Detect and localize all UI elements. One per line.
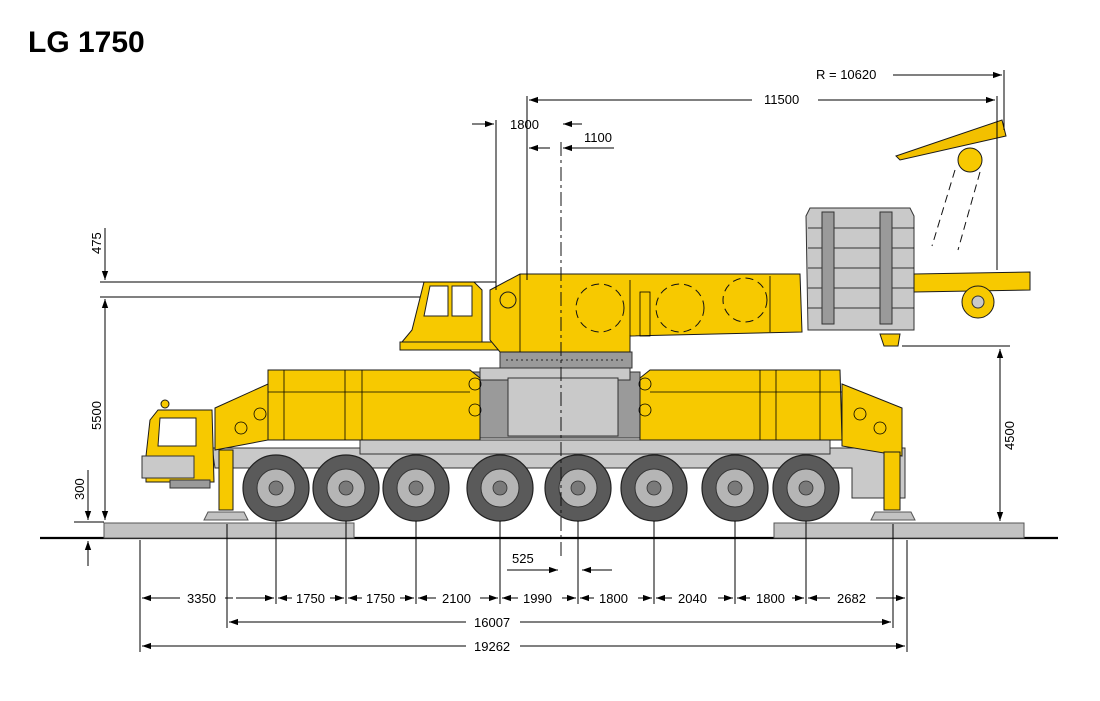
ground <box>40 522 1058 540</box>
dim-radius: R = 10620 <box>816 67 876 82</box>
superstructure <box>399 119 1031 369</box>
wheels <box>242 454 840 522</box>
dim-segment: 2682 <box>837 591 866 606</box>
carrier-chassis <box>203 367 916 521</box>
dim-segment: 1750 <box>366 591 395 606</box>
right-outrigger-pad <box>773 522 1025 539</box>
dim-segment: 1750 <box>296 591 325 606</box>
dim-segment: 2040 <box>678 591 707 606</box>
wheel <box>312 454 380 522</box>
dimension-lines <box>74 70 1010 652</box>
wheel <box>701 454 769 522</box>
dim-offset-525: 525 <box>512 551 534 566</box>
driver-cab <box>141 399 215 489</box>
wheel <box>242 454 310 522</box>
dim-segment: 1800 <box>756 591 785 606</box>
dim-segment: 3350 <box>187 591 216 606</box>
dim-height-5500: 5500 <box>89 401 104 430</box>
left-outrigger-pad <box>103 522 355 539</box>
dim-length-16007: 16007 <box>474 615 510 630</box>
wheel <box>544 454 612 522</box>
wheel <box>772 454 840 522</box>
dim-tail-length: 11500 <box>764 92 799 107</box>
dim-length-19262: 19262 <box>474 639 510 654</box>
dim-height-4500: 4500 <box>1002 421 1017 450</box>
dim-height-475: 475 <box>89 232 104 254</box>
wheel <box>620 454 688 522</box>
page-title: LG 1750 <box>28 26 145 59</box>
dim-height-300: 300 <box>72 478 87 500</box>
dim-segment: 1990 <box>523 591 552 606</box>
dim-segment: 1800 <box>599 591 628 606</box>
dim-offset-1100: 1100 <box>584 130 612 145</box>
wheel <box>382 454 450 522</box>
dimension-labels: R = 10620 11500 1800 1100 475 5500 300 4… <box>72 67 1017 654</box>
wheel <box>466 454 534 522</box>
dim-segment: 2100 <box>442 591 471 606</box>
dim-offset-1800: 1800 <box>510 117 539 132</box>
